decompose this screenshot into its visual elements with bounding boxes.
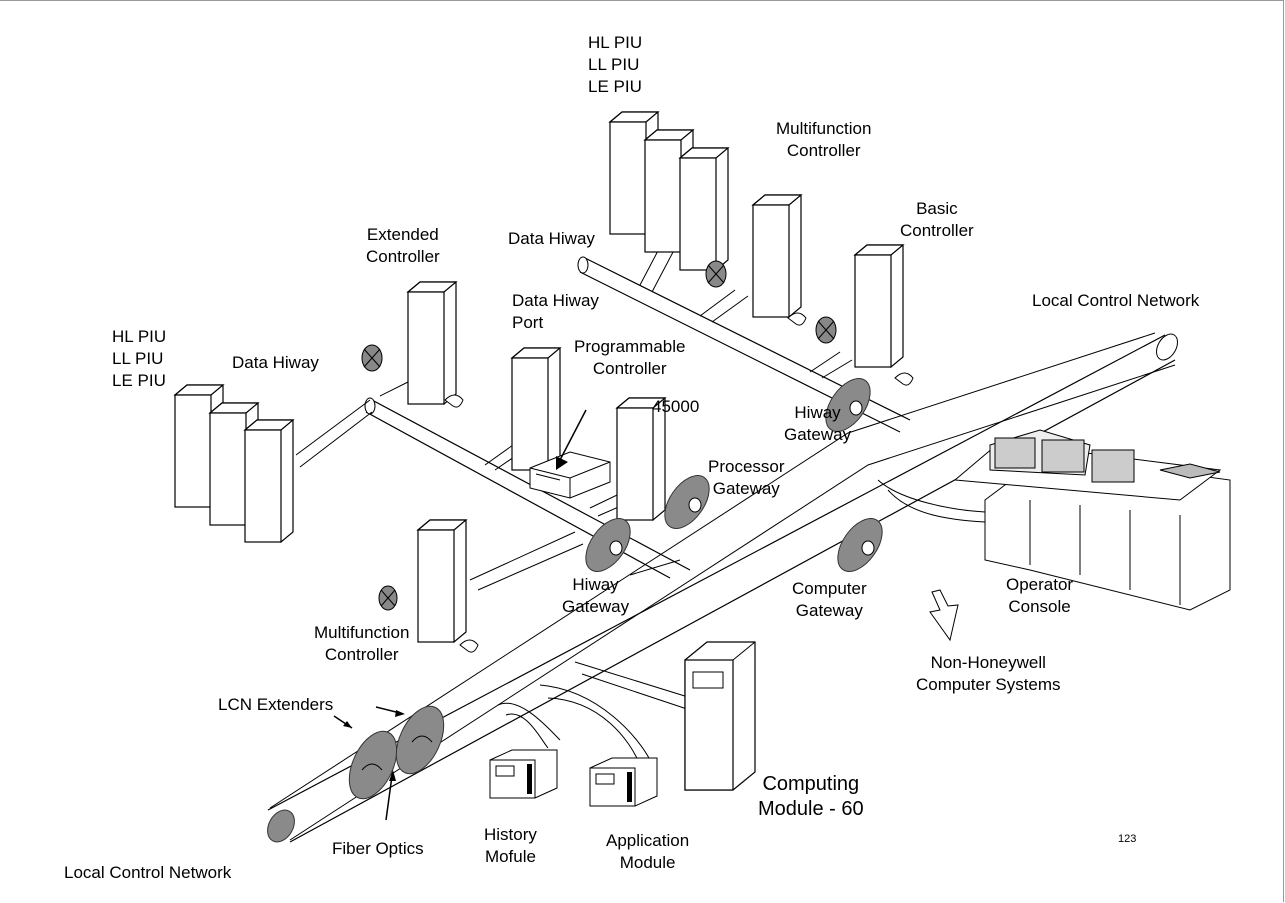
label-lcn-extenders: LCN Extenders bbox=[218, 695, 334, 714]
label-line: Gateway bbox=[784, 425, 852, 444]
label-piu-left: HL PIU LL PIU LE PIU bbox=[112, 326, 166, 392]
label-line: Gateway bbox=[712, 479, 780, 498]
basic-controller-cabinet bbox=[854, 244, 904, 368]
hiway-gateway-low-disc bbox=[576, 510, 640, 580]
label-line: Non-Honeywell bbox=[930, 653, 1046, 672]
label-line: Processor bbox=[708, 457, 785, 476]
label-lcn-bottom: Local Control Network bbox=[64, 863, 232, 882]
lcn-cable-end bbox=[267, 809, 295, 843]
label-hl-piu-top: HL PIU bbox=[588, 33, 643, 52]
label-le-piu-top: LE PIU bbox=[588, 77, 642, 96]
piu-top-cabinets bbox=[609, 111, 729, 271]
label-application-module: Application Module bbox=[606, 830, 689, 874]
label-line: Extended bbox=[366, 225, 439, 244]
computer-gateway-disc bbox=[828, 510, 892, 580]
label-fiber-optics: Fiber Optics bbox=[332, 839, 424, 858]
operator-console bbox=[953, 429, 1231, 611]
label-line: Controller bbox=[324, 645, 399, 664]
extended-controller-cabinet bbox=[407, 281, 457, 405]
label-line: Gateway bbox=[795, 601, 863, 620]
label-extended-controller: Extended Controller bbox=[366, 224, 440, 268]
label-line: Controller bbox=[900, 221, 974, 240]
label-line: Computer Systems bbox=[916, 675, 1061, 694]
label-line: History bbox=[484, 825, 537, 844]
label-operator-console: Operator Console bbox=[1006, 574, 1073, 618]
label-line: Programmable bbox=[574, 337, 686, 356]
label-line: LE PIU bbox=[112, 371, 166, 390]
label-line: LL PIU bbox=[112, 349, 164, 368]
label-data-hiway-top: Data Hiway bbox=[508, 229, 595, 248]
figure-number: 123 bbox=[1118, 833, 1137, 845]
label-line: Module - 60 bbox=[758, 798, 864, 820]
label-line: Operator bbox=[1006, 575, 1074, 594]
label-line: Hiway bbox=[572, 575, 619, 594]
history-module-box bbox=[489, 749, 558, 799]
label-ll-piu-top: LL PIU bbox=[588, 55, 640, 74]
label-hiway-gateway-low: Hiway Gateway bbox=[562, 574, 629, 618]
label-line: Computing bbox=[762, 773, 860, 795]
label-line: Basic bbox=[916, 199, 958, 218]
valve-symbols bbox=[361, 260, 914, 653]
label-multifunction-controller-top: Multifunction Controller bbox=[776, 118, 871, 162]
programmable-controller-box bbox=[529, 451, 611, 499]
label-line: Controller bbox=[786, 141, 861, 160]
multifunction-controller-top-cabinet bbox=[752, 194, 802, 318]
lcn-extender-discs bbox=[348, 705, 445, 800]
label-line: HL PIU bbox=[112, 327, 167, 346]
pointer-arrows bbox=[333, 409, 959, 821]
label-line: Port bbox=[512, 313, 544, 332]
label-line: Mofule bbox=[484, 847, 536, 866]
application-module-box bbox=[589, 757, 658, 807]
data-hiway-port-cabinet bbox=[511, 347, 561, 471]
label-data-hiway-left: Data Hiway bbox=[232, 353, 319, 372]
label-piu-top: HL PIU LL PIU LE PIU bbox=[588, 32, 642, 98]
label-lcn-top: Local Control Network bbox=[1032, 291, 1200, 310]
label-line: Multifunction bbox=[776, 119, 872, 138]
label-basic-controller: Basic Controller bbox=[900, 198, 974, 242]
label-line: Application bbox=[606, 831, 690, 850]
label-line: Console bbox=[1008, 597, 1071, 616]
multifunction-controller-low-cabinet bbox=[417, 519, 467, 643]
label-line: Multifunction bbox=[314, 623, 410, 642]
label-non-honeywell: Non-Honeywell Computer Systems bbox=[916, 652, 1061, 696]
module-drops bbox=[497, 479, 986, 766]
label-line: Module bbox=[619, 853, 676, 872]
label-line: Controller bbox=[592, 359, 667, 378]
piu-left-cabinets bbox=[174, 384, 294, 543]
label-line: Computer bbox=[792, 579, 867, 598]
label-line: Hiway bbox=[794, 403, 841, 422]
label-data-hiway-port: Data Hiway Port bbox=[512, 290, 599, 334]
label-line: Controller bbox=[366, 247, 440, 266]
non-honeywell-arrow-icon bbox=[929, 589, 959, 642]
label-history-module: History Mofule bbox=[484, 824, 537, 868]
label-line: Gateway bbox=[562, 597, 630, 616]
label-computer-gateway: Computer Gateway bbox=[792, 578, 867, 622]
label-45000: 45000 bbox=[652, 397, 700, 416]
label-processor-gateway: Processor Gateway bbox=[708, 456, 785, 500]
label-line: Data Hiway bbox=[512, 291, 599, 310]
label-hiway-gateway-right: Hiway Gateway bbox=[784, 402, 851, 446]
computing-module-cabinet bbox=[684, 641, 756, 791]
label-multifunction-controller-low: Multifunction Controller bbox=[314, 622, 409, 666]
label-computing-module: Computing Module - 60 bbox=[758, 772, 864, 822]
label-programmable-controller: Programmable Controller bbox=[574, 336, 686, 380]
